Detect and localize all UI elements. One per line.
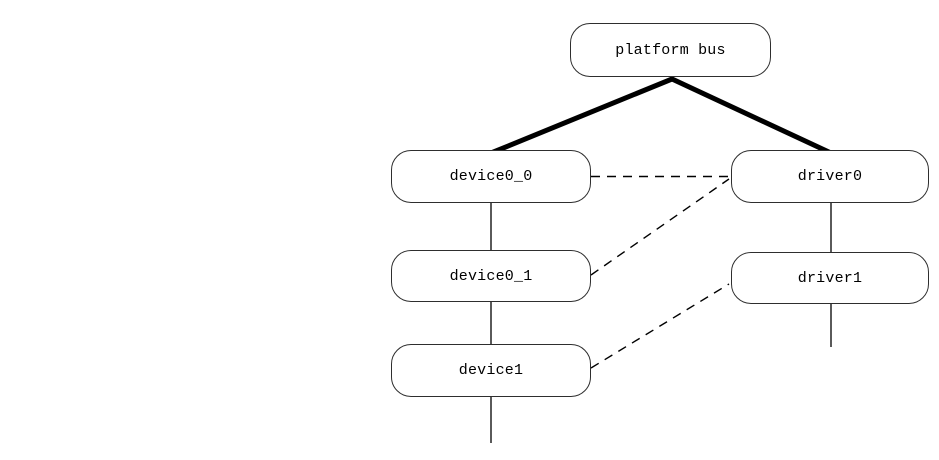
node-driver0-label: driver0 [797, 168, 863, 185]
edge-device0_1-driver0-dashed [590, 178, 730, 276]
node-driver1-label: driver1 [797, 269, 863, 287]
node-device1: device1 [391, 344, 591, 397]
node-driver1: driver1 [731, 252, 929, 304]
edge-platform-bus-to-device0_0-and-driver0 [490, 76, 833, 156]
node-device0_1: device0_1 [391, 250, 591, 302]
node-platform-bus-label: platform bus [615, 41, 726, 59]
edge-device1-driver1-dashed [590, 283, 730, 369]
node-device0_0-label: device0_0 [449, 168, 533, 185]
node-device1-label: device1 [458, 362, 524, 379]
node-driver0: driver0 [731, 150, 929, 203]
node-device0_1-label: device0_1 [449, 267, 533, 285]
node-device0_0: device0_0 [391, 150, 591, 203]
node-platform-bus: platform bus [570, 23, 771, 77]
